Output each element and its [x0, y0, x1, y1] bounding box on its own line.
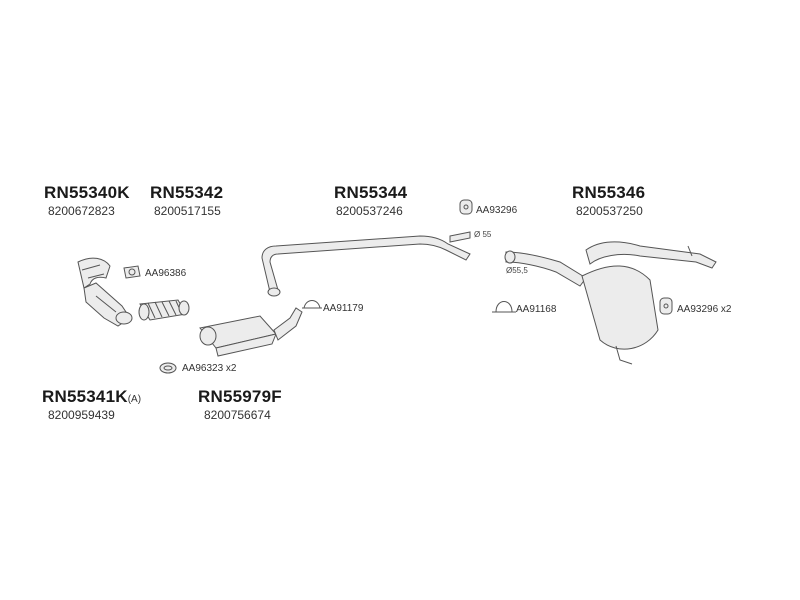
- accessory-label-aa91179: AA91179: [323, 303, 364, 314]
- part-number: 8200756674: [204, 408, 271, 422]
- manifold-part: [77, 257, 133, 327]
- dimension-label-pipe-b: Ø55,5: [506, 266, 528, 275]
- part-number: 8200537246: [336, 204, 403, 218]
- part-suffix: (A): [127, 394, 142, 405]
- pipe-stub: [449, 231, 471, 243]
- part-code: RN55344: [334, 183, 408, 202]
- part-number: 8200959439: [48, 408, 115, 422]
- rubber-hanger-icon: [659, 297, 673, 315]
- dimension-label-pipe-a: Ø 55: [474, 230, 492, 239]
- gasket-icon: [123, 265, 141, 279]
- clamp-icon: [492, 301, 516, 313]
- flexible-pipe-part: [138, 299, 190, 321]
- accessory-label-aa96323: AA96323 x2: [182, 363, 237, 374]
- part-number: 8200672823: [48, 204, 115, 218]
- part-label-rn55340k: RN55340K 8200672823: [44, 184, 130, 217]
- intermediate-pipe-part: [261, 235, 471, 297]
- accessory-label-aa93296x2: AA93296 x2: [677, 304, 732, 315]
- part-label-rn55344: RN55344 8200537246: [334, 184, 407, 217]
- part-label-rn55979f: RN55979F 8200756674: [198, 388, 282, 421]
- part-label-rn55342: RN55342 8200517155: [150, 184, 223, 217]
- accessory-label-aa96386: AA96386: [145, 268, 187, 279]
- ring-gasket-icon: [159, 362, 177, 374]
- accessory-label-aa93296: AA93296: [476, 205, 518, 216]
- part-label-rn55341k: RN55341K(A) 8200959439: [42, 388, 141, 421]
- part-number: 8200517155: [154, 204, 221, 218]
- accessory-label-aa91168: AA91168: [516, 304, 557, 315]
- rubber-hanger-icon: [459, 199, 473, 215]
- part-code: RN55340K: [44, 183, 130, 202]
- part-code: RN55979F: [198, 387, 282, 406]
- catalytic-converter-part: [199, 307, 303, 357]
- part-code: RN55342: [150, 183, 224, 202]
- part-label-rn55346: RN55346 8200537250: [572, 184, 645, 217]
- part-code: RN55341K: [42, 387, 128, 406]
- clamp-icon: [302, 300, 322, 309]
- part-code: RN55346: [572, 183, 646, 202]
- part-number: 8200537250: [576, 204, 643, 218]
- rear-silencer-part: [504, 241, 717, 365]
